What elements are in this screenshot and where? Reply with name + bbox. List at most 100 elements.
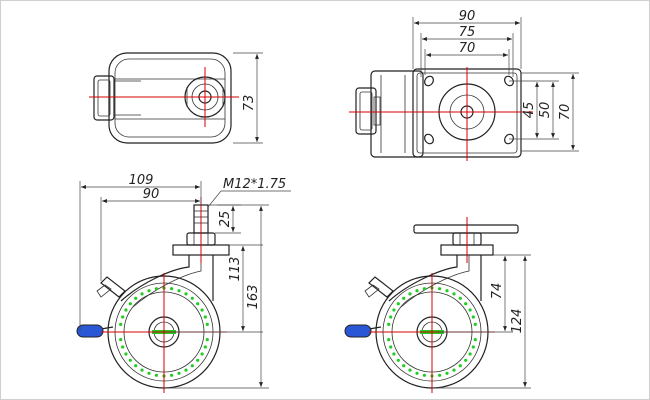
dim-height-74: 74 bbox=[490, 283, 505, 300]
tread-dot bbox=[119, 338, 123, 342]
wheel-body-inner bbox=[114, 58, 226, 138]
tread-dot bbox=[200, 308, 204, 312]
bolt-hole-br bbox=[504, 133, 514, 145]
tread-dot bbox=[396, 302, 400, 306]
tread-dot bbox=[402, 364, 406, 368]
tread-dot bbox=[458, 296, 462, 300]
tread-dot bbox=[196, 302, 200, 306]
tread-dot bbox=[452, 292, 456, 296]
tread-dot bbox=[124, 308, 128, 312]
tread-dot bbox=[154, 287, 158, 291]
tread-dot bbox=[387, 338, 391, 342]
tread-dot bbox=[154, 373, 158, 377]
tread-dot bbox=[415, 289, 419, 293]
tread-dot bbox=[128, 358, 132, 362]
tread-dot bbox=[408, 292, 412, 296]
tread-dot bbox=[190, 296, 194, 300]
tread-dot bbox=[438, 373, 442, 377]
dim-height-70: 70 bbox=[558, 104, 573, 121]
top-right-view: 90 75 70 45 50 70 bbox=[349, 9, 579, 161]
dim-height-163: 163 bbox=[246, 285, 261, 310]
dim-width-90-side: 90 bbox=[143, 187, 160, 202]
tread-dot bbox=[408, 368, 412, 372]
tread-dot bbox=[170, 373, 174, 377]
tread-dot bbox=[196, 358, 200, 362]
tread-dot bbox=[415, 371, 419, 375]
housing-outline bbox=[370, 70, 424, 158]
dim-height-124: 124 bbox=[510, 309, 525, 334]
tread-dot bbox=[205, 322, 209, 326]
tread-dot bbox=[445, 289, 449, 293]
dim-width-90: 90 bbox=[459, 9, 476, 24]
dim-height-113: 113 bbox=[228, 257, 243, 282]
tread-dot bbox=[119, 322, 123, 326]
tread-dot bbox=[200, 352, 204, 356]
tread-dot bbox=[190, 364, 194, 368]
tread-dot bbox=[184, 292, 188, 296]
bolt-hole-bl bbox=[424, 133, 434, 145]
dim-height-45: 45 bbox=[522, 102, 537, 119]
tread-dot bbox=[471, 345, 475, 349]
tread-dot bbox=[402, 296, 406, 300]
tread-dot bbox=[140, 368, 144, 372]
tread-dot bbox=[438, 287, 442, 291]
tread-dot bbox=[387, 322, 391, 326]
tread-dot bbox=[184, 368, 188, 372]
tread-dot bbox=[452, 368, 456, 372]
dim-width-109: 109 bbox=[129, 173, 154, 188]
tread-dot bbox=[473, 338, 477, 342]
tread-dots-2 bbox=[387, 286, 477, 378]
tread-dot bbox=[422, 373, 426, 377]
tread-dot bbox=[464, 302, 468, 306]
dim-height-73: 73 bbox=[242, 95, 257, 112]
dim-width-75: 75 bbox=[459, 25, 476, 40]
tread-dot bbox=[124, 352, 128, 356]
brake-lever bbox=[93, 75, 115, 121]
tread-dot bbox=[203, 345, 207, 349]
tread-dot bbox=[205, 338, 209, 342]
bolt-hole-tl bbox=[424, 75, 434, 87]
tread-dot bbox=[121, 315, 125, 319]
tread-dot bbox=[392, 308, 396, 312]
tread-dot bbox=[468, 352, 472, 356]
tread-dot bbox=[422, 287, 426, 291]
tread-dot bbox=[147, 289, 151, 293]
tread-dot bbox=[177, 371, 181, 375]
tread-dot bbox=[140, 292, 144, 296]
tread-dot bbox=[128, 302, 132, 306]
dim-height-25: 25 bbox=[218, 211, 233, 228]
tread-dot bbox=[203, 315, 207, 319]
top-left-view: 73 bbox=[89, 52, 263, 144]
tread-dot bbox=[392, 352, 396, 356]
brake-handle-upper-2 bbox=[368, 276, 394, 298]
tread-dot bbox=[471, 315, 475, 319]
tread-dot bbox=[134, 296, 138, 300]
wheel-body-outline bbox=[108, 52, 232, 144]
tread-dot bbox=[458, 364, 462, 368]
bottom-right-view: 74 124 bbox=[344, 217, 531, 393]
tread-dot bbox=[177, 289, 181, 293]
tread-dot bbox=[445, 371, 449, 375]
tread-dot bbox=[170, 287, 174, 291]
brake-grip-blue-2 bbox=[344, 324, 372, 338]
tread-dot bbox=[147, 371, 151, 375]
bottom-left-view: 109 90 M12*1.75 25 113 163 bbox=[76, 173, 291, 393]
dim-width-70: 70 bbox=[459, 41, 476, 56]
tread-dot bbox=[464, 358, 468, 362]
dim-height-50: 50 bbox=[538, 102, 553, 119]
top-plate bbox=[413, 224, 519, 234]
brake-grip-blue bbox=[76, 324, 104, 338]
tread-dot bbox=[468, 308, 472, 312]
tread-dot bbox=[389, 315, 393, 319]
thread-spec-label: M12*1.75 bbox=[223, 177, 286, 192]
tread-dot bbox=[473, 322, 477, 326]
tread-dot bbox=[134, 364, 138, 368]
tread-dot bbox=[389, 345, 393, 349]
tread-dot bbox=[396, 358, 400, 362]
tread-dot bbox=[121, 345, 125, 349]
bolt-hole-tr bbox=[504, 75, 514, 87]
brake-lever-top bbox=[355, 87, 377, 135]
brake-handle-upper bbox=[100, 276, 126, 298]
